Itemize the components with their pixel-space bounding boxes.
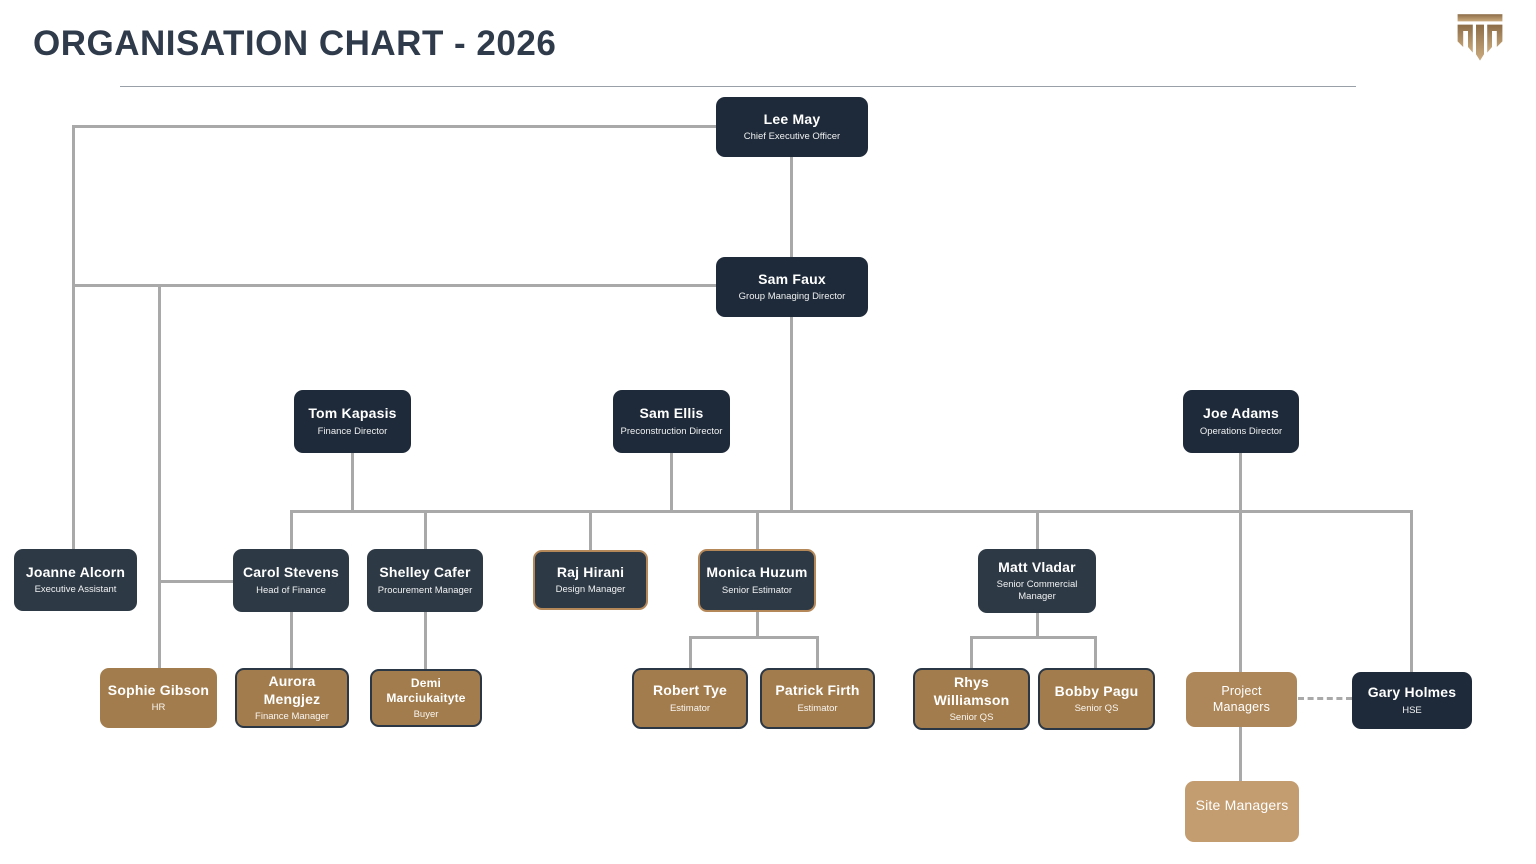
org-node-monica-huzum: Monica Huzum Senior Estimator bbox=[698, 549, 816, 612]
title-underline bbox=[120, 86, 1356, 87]
connector-rail-to-gary bbox=[1410, 510, 1413, 672]
person-title: HSE bbox=[1402, 704, 1422, 716]
org-node-patrick-firth: Patrick Firth Estimator bbox=[760, 668, 875, 729]
person-name: Raj Hirani bbox=[556, 563, 625, 580]
person-name: Carol Stevens bbox=[243, 564, 339, 581]
person-name: Sam Ellis bbox=[639, 405, 704, 422]
person-title: Estimator bbox=[669, 702, 711, 714]
person-name: Bobby Pagu bbox=[1054, 682, 1139, 699]
person-name: Matt Vladar bbox=[998, 558, 1076, 575]
org-node-carol-stevens: Carol Stevens Head of Finance bbox=[233, 549, 349, 612]
person-title: Finance Director bbox=[317, 425, 388, 437]
connector-matt-down bbox=[1036, 613, 1039, 636]
person-title: Group Managing Director bbox=[738, 291, 846, 303]
person-title: Design Manager bbox=[555, 584, 626, 596]
org-node-matt-vladar: Matt Vladar Senior Commercial Manager bbox=[978, 549, 1096, 613]
connector-ceo-to-gmd bbox=[790, 157, 793, 257]
person-name: Gary Holmes bbox=[1367, 684, 1457, 701]
person-name: Joe Adams bbox=[1203, 405, 1279, 422]
person-title: Operations Director bbox=[1199, 425, 1283, 437]
connector-ceo-left bbox=[72, 125, 716, 128]
person-title: Executive Assistant bbox=[34, 584, 117, 596]
person-title: Senior Estimator bbox=[721, 584, 793, 596]
person-title: Procurement Manager bbox=[377, 584, 473, 596]
person-title: HR bbox=[151, 702, 166, 714]
person-title: Senior QS bbox=[1074, 703, 1119, 715]
person-name: Joanne Alcorn bbox=[25, 563, 126, 580]
connector-monica-split bbox=[689, 636, 819, 639]
org-node-rhys-williamson: Rhys Williamson Senior QS bbox=[913, 668, 1030, 730]
org-node-site-managers: Site Managers bbox=[1185, 781, 1299, 842]
connector-to-patrick bbox=[816, 636, 819, 668]
org-node-aurora-mengjez: Aurora Mengjez Finance Manager bbox=[235, 668, 349, 728]
person-title: Estimator bbox=[797, 702, 838, 714]
org-node-sophie-gibson: Sophie Gibson HR bbox=[100, 668, 217, 728]
connector-shelley-to-demi bbox=[424, 612, 427, 669]
connector-ceo-to-ea bbox=[72, 125, 75, 551]
org-node-sam-ellis: Sam Ellis Preconstruction Director bbox=[613, 390, 730, 453]
person-name: Sam Faux bbox=[758, 270, 826, 287]
person-title: Preconstruction Director bbox=[620, 425, 723, 437]
person-title: Chief Executive Officer bbox=[743, 131, 841, 143]
connector-gmd-to-hr bbox=[158, 284, 161, 668]
org-node-sam-faux: Sam Faux Group Managing Director bbox=[716, 257, 868, 317]
person-name: Aurora Mengjez bbox=[263, 673, 321, 707]
connector-rail-to-monica bbox=[756, 510, 759, 549]
person-name: Robert Tye bbox=[652, 682, 728, 699]
group-name: Project Managers bbox=[1212, 683, 1271, 714]
connector-preconstruction-director-to-rail bbox=[670, 453, 673, 510]
connector-stub-to-head-of-finance bbox=[158, 580, 233, 583]
org-node-joe-adams: Joe Adams Operations Director bbox=[1183, 390, 1299, 453]
org-node-robert-tye: Robert Tye Estimator bbox=[632, 668, 748, 729]
connector-main-rail bbox=[290, 510, 1413, 513]
person-title: Head of Finance bbox=[256, 584, 326, 596]
connector-to-bobby bbox=[1094, 636, 1097, 668]
org-node-joanne-alcorn: Joanne Alcorn Executive Assistant bbox=[14, 549, 137, 611]
connector-to-rhys bbox=[970, 636, 973, 668]
org-node-shelley-cafer: Shelley Cafer Procurement Manager bbox=[367, 549, 483, 612]
org-node-gary-holmes: Gary Holmes HSE bbox=[1352, 672, 1472, 729]
person-name: Monica Huzum bbox=[706, 564, 808, 581]
connector-to-robert bbox=[689, 636, 692, 668]
person-name: Sophie Gibson bbox=[107, 681, 210, 698]
connector-pm-to-hse-dashed bbox=[1298, 697, 1352, 700]
person-name: Demi Marciukaityte bbox=[386, 675, 466, 705]
connector-rail-to-raj bbox=[589, 510, 592, 550]
page-title: ORGANISATION CHART - 2026 bbox=[33, 24, 557, 63]
connector-monica-down bbox=[756, 612, 759, 636]
connector-gmd-to-rail bbox=[790, 317, 793, 513]
org-node-project-managers: Project Managers bbox=[1186, 672, 1297, 727]
connector-rail-to-shelley bbox=[424, 510, 427, 549]
org-node-tom-kapasis: Tom Kapasis Finance Director bbox=[294, 390, 411, 453]
company-logo-icon bbox=[1457, 14, 1503, 61]
person-name: Rhys Williamson bbox=[933, 674, 1010, 708]
person-title: Buyer bbox=[413, 708, 439, 720]
person-title: Senior Commercial Manager bbox=[996, 579, 1078, 603]
org-node-raj-hirani: Raj Hirani Design Manager bbox=[533, 550, 648, 610]
group-name: Site Managers bbox=[1195, 797, 1289, 813]
connector-pm-to-site-managers bbox=[1239, 727, 1242, 781]
connector-rail-to-carol bbox=[290, 510, 293, 549]
person-name: Shelley Cafer bbox=[379, 564, 471, 581]
connector-rail-to-matt bbox=[1036, 510, 1039, 549]
person-title: Senior QS bbox=[949, 712, 994, 724]
person-name: Lee May bbox=[763, 110, 821, 127]
connector-gmd-left bbox=[72, 284, 716, 287]
connector-matt-split bbox=[970, 636, 1097, 639]
person-name: Patrick Firth bbox=[775, 682, 860, 699]
person-title: Finance Manager bbox=[255, 711, 329, 723]
org-node-lee-may: Lee May Chief Executive Officer bbox=[716, 97, 868, 157]
org-node-bobby-pagu: Bobby Pagu Senior QS bbox=[1038, 668, 1155, 730]
org-node-demi-marciukaityte: Demi Marciukaityte Buyer bbox=[370, 669, 482, 727]
connector-finance-director-to-rail bbox=[351, 453, 354, 510]
connector-carol-to-aurora bbox=[290, 612, 293, 668]
person-name: Tom Kapasis bbox=[308, 405, 397, 422]
connector-operations-director-to-project-managers bbox=[1239, 453, 1242, 672]
